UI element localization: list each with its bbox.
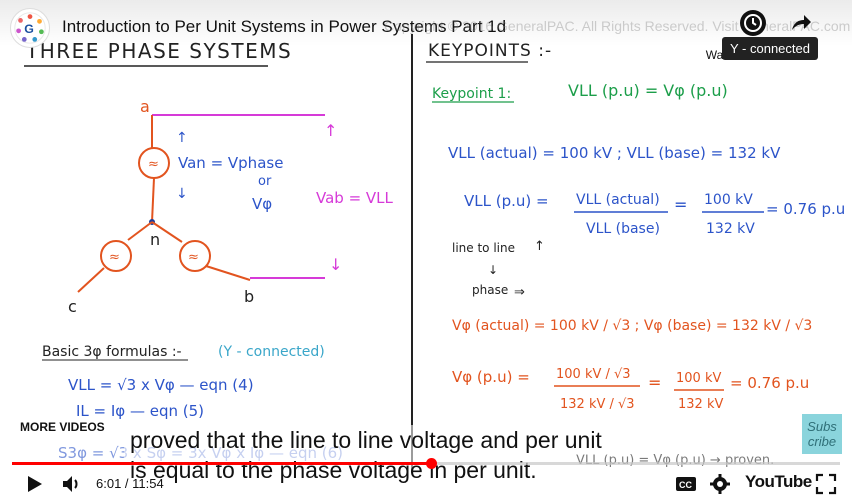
share-icon bbox=[792, 15, 811, 30]
share-button[interactable] bbox=[788, 10, 814, 36]
keypoint-label: Keypoint 1: bbox=[432, 86, 511, 102]
svg-text:≈: ≈ bbox=[109, 250, 120, 265]
line-4-denominator: 132 kV / √3 bbox=[560, 397, 635, 412]
node-b-label: b bbox=[244, 287, 254, 306]
line-4-result: = 0.76 p.u bbox=[730, 374, 809, 392]
line-2-numerator-2: 100 kV bbox=[704, 192, 753, 208]
line-2-result: = 0.76 p.u bbox=[766, 200, 845, 218]
side-note-line-to-line: line to line bbox=[452, 241, 515, 255]
caption-window: proved that the line to line voltage and… bbox=[124, 425, 732, 485]
copyright-watermark: Copyright © 2016 GeneralPAC. All Rights … bbox=[384, 18, 851, 34]
formula-1: VLL = √3 x Vφ — eqn (4) bbox=[68, 376, 254, 394]
line-4-numerator-2: 100 kV bbox=[676, 371, 721, 386]
node-a-label: a bbox=[140, 97, 150, 116]
settings-button[interactable] bbox=[708, 472, 732, 496]
line-2-denominator: VLL (base) bbox=[586, 221, 660, 237]
youtube-wordmark: YouTube bbox=[745, 472, 812, 491]
svg-text:G: G bbox=[24, 22, 34, 36]
tooltip: Y - connected bbox=[722, 37, 818, 60]
van-equation: Van = Vphase bbox=[178, 154, 283, 172]
line-3: Vφ (actual) = 100 kV / √3 ; Vφ (base) = … bbox=[452, 318, 812, 334]
line-1: VLL (actual) = 100 kV ; VLL (base) = 132… bbox=[448, 144, 781, 162]
cc-icon: CC bbox=[676, 477, 696, 491]
channel-logo[interactable]: G bbox=[10, 8, 50, 48]
vphi-text: Vφ bbox=[252, 195, 272, 213]
scrubber-handle[interactable] bbox=[425, 458, 437, 469]
svg-text:↓: ↓ bbox=[176, 186, 188, 202]
subscribe-line-1: Subs bbox=[807, 419, 837, 434]
or-text: or bbox=[258, 174, 272, 189]
svg-text:≈: ≈ bbox=[188, 250, 199, 265]
subscribe-line-2: cribe bbox=[807, 434, 837, 449]
line-2-lhs: VLL (p.u) = bbox=[464, 192, 549, 210]
svg-text:=: = bbox=[648, 373, 661, 392]
basic-formulas-heading: Basic 3φ formulas :- bbox=[42, 344, 182, 360]
fullscreen-button[interactable] bbox=[814, 472, 838, 496]
line-4-denominator-2: 132 kV bbox=[678, 397, 723, 412]
volume-button[interactable] bbox=[60, 472, 84, 496]
svg-text:↓: ↓ bbox=[488, 263, 498, 277]
progress-bar[interactable] bbox=[12, 458, 840, 469]
svg-text:≈: ≈ bbox=[148, 157, 159, 172]
vab-equation: Vab = VLL bbox=[316, 189, 394, 207]
top-overlay: G Introduction to Per Unit Systems in Po… bbox=[0, 0, 852, 48]
svg-text:⇒: ⇒ bbox=[514, 285, 525, 300]
caption-line-1: proved that the line to line voltage and… bbox=[124, 425, 608, 455]
play-icon bbox=[28, 476, 42, 492]
line-4-numerator: 100 kV / √3 bbox=[556, 367, 631, 382]
captions-button[interactable]: CC bbox=[674, 472, 698, 496]
line-2-numerator: VLL (actual) bbox=[576, 192, 660, 208]
svg-text:↓: ↓ bbox=[329, 255, 342, 274]
svg-text:↑: ↑ bbox=[324, 121, 337, 140]
progress-played bbox=[12, 462, 431, 465]
left-heading: THREE PHASE SYSTEMS bbox=[25, 39, 292, 63]
formula-2: IL = Iφ — eqn (5) bbox=[76, 402, 204, 420]
svg-text:↑: ↑ bbox=[534, 239, 545, 254]
generalpac-logo-icon: G bbox=[14, 12, 46, 44]
clock-icon bbox=[744, 14, 762, 32]
subscribe-badge[interactable]: Subs cribe bbox=[802, 414, 842, 454]
node-c-label: c bbox=[68, 297, 77, 316]
caption-line-2: is equal to the phase voltage in per uni… bbox=[124, 455, 543, 485]
svg-text:=: = bbox=[674, 195, 687, 214]
watch-later-button[interactable] bbox=[740, 10, 766, 36]
play-button[interactable] bbox=[22, 472, 46, 496]
control-bar: 6:01 / 11:54 CC YouTube bbox=[0, 466, 852, 500]
line-2-denominator-2: 132 kV bbox=[706, 221, 755, 237]
keypoint-equation: VLL (p.u) = Vφ (p.u) bbox=[568, 81, 728, 100]
fullscreen-icon bbox=[815, 473, 837, 495]
time-readout: 6:01 / 11:54 bbox=[96, 476, 164, 491]
svg-text:CC: CC bbox=[679, 480, 692, 490]
line-4-lhs: Vφ (p.u) = bbox=[452, 368, 530, 386]
y-connected-circuit: a ≈ n ≈ ≈ c b ↑ ↓ ↑ ↓ bbox=[68, 97, 342, 316]
volume-icon bbox=[63, 476, 78, 492]
side-note-phase: phase bbox=[472, 283, 508, 297]
more-videos-button[interactable]: MORE VIDEOS bbox=[20, 420, 105, 434]
node-n-label: n bbox=[150, 230, 160, 249]
source-b bbox=[179, 240, 211, 272]
svg-text:↑: ↑ bbox=[176, 130, 188, 146]
youtube-logo[interactable]: YouTube bbox=[745, 472, 812, 494]
video-title[interactable]: Introduction to Per Unit Systems in Powe… bbox=[62, 17, 507, 36]
source-c bbox=[100, 240, 132, 272]
right-heading: KEYPOINTS :- bbox=[428, 41, 552, 61]
gear-icon bbox=[710, 474, 730, 494]
basic-formulas-note: (Y - connected) bbox=[218, 344, 325, 360]
